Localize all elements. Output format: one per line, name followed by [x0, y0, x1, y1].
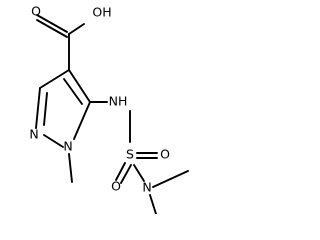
bond-ndimethyl-me-right: [152, 170, 189, 188]
atom-n-dimethyl-label: N: [142, 180, 151, 195]
atom-o-sulfonyl-top-label: O: [111, 179, 121, 194]
bond-c3-n2-b: [43, 92, 48, 126]
atom-oh-label: OH: [92, 5, 111, 20]
bond-s-o-top-b: [120, 164, 132, 184]
bond-c4-c5-b: [63, 78, 83, 105]
bond-n1-methyl: [68, 153, 73, 183]
bond-s-ndimethyl: [133, 164, 145, 182]
bond-c3-c4: [39, 69, 70, 89]
bond-n2-n1: [43, 134, 64, 148]
atom-o-carbonyl-label: O: [31, 4, 41, 19]
bond-c3-n2-a: [35, 87, 41, 129]
atom-n-ring-top-label: N: [29, 127, 38, 142]
molecule-structure: OH O NH N N S O O N: [29, 4, 189, 214]
bond-c-oh: [68, 23, 85, 35]
atom-nh-label: NH: [109, 94, 128, 109]
bond-s-o-top-a: [115, 162, 126, 181]
atom-s-label: S: [126, 147, 134, 162]
bond-n1-c5: [73, 101, 91, 140]
atom-o-sulfonyl-right-label: O: [160, 147, 170, 162]
bond-c-o-carbonyl-a: [36, 14, 68, 33]
bond-ndimethyl-me-down: [149, 194, 157, 214]
atom-n-ring-methyl-label: N: [63, 139, 72, 154]
bond-c-o-carbonyl-b: [36, 19, 68, 38]
bond-c4-c5-a: [68, 69, 91, 103]
